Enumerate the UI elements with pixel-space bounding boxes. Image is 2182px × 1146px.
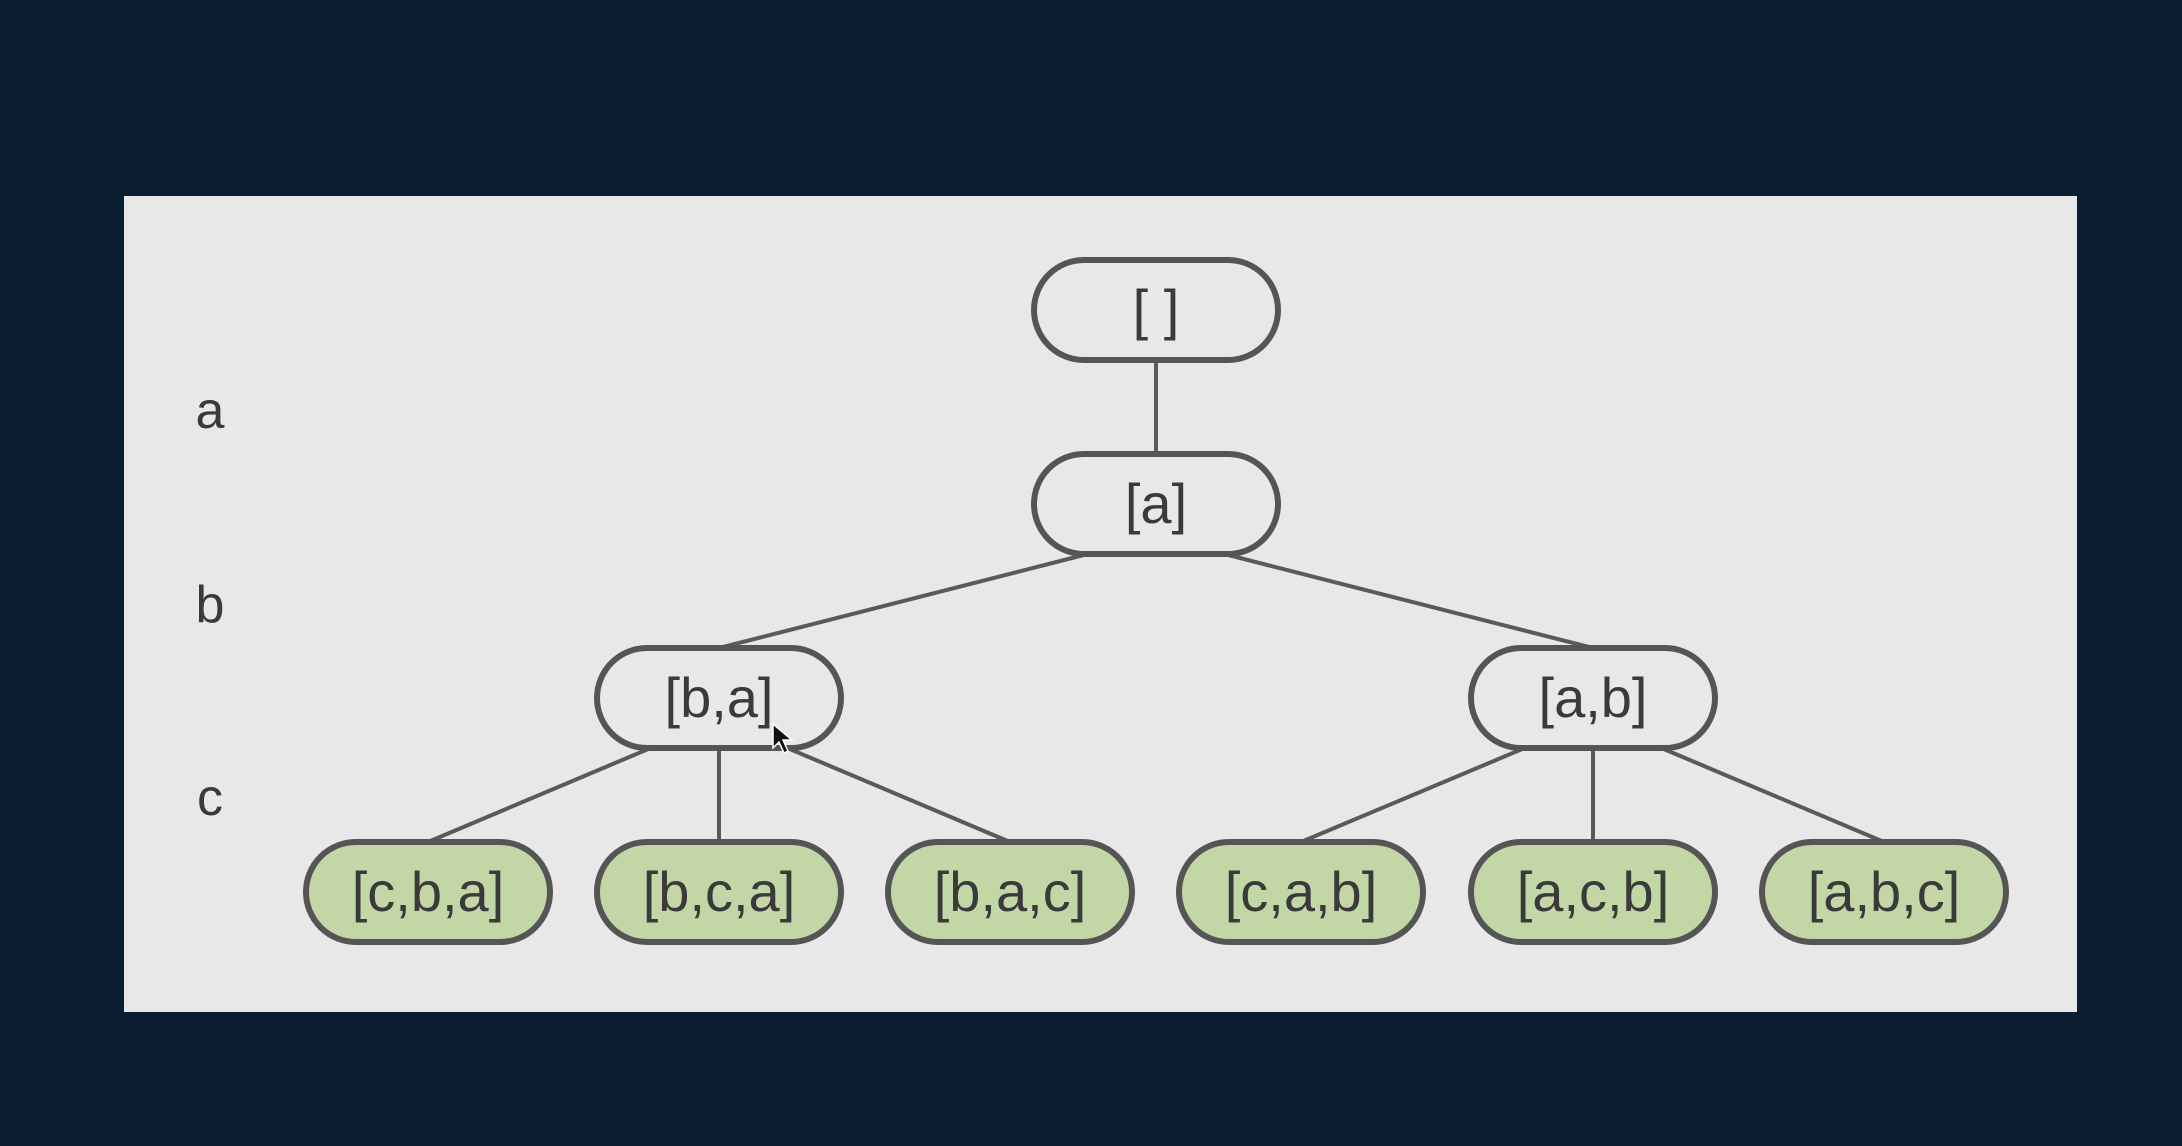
node-box-bca [594,839,844,945]
leaf-node-cab: [c,a,b] [1176,839,1426,945]
leaf-node-bca: [b,c,a] [594,839,844,945]
cursor-layer [772,722,795,755]
node-label-root: [ ] [1133,278,1180,341]
edge-a-ab [1223,552,1594,650]
node-box-ba [594,645,844,751]
node-label-ab: [a,b] [1539,666,1648,729]
node-box-cba [303,839,553,945]
tree-node-a: [a] [1031,451,1281,557]
leaf-node-bac: [b,a,c] [885,839,1135,945]
edge-a-ba [718,552,1089,650]
tree-node-root: [ ] [1031,257,1281,363]
node-box-cab [1176,839,1426,945]
level-label-a: a [196,382,225,440]
mouse-cursor-icon [772,722,795,755]
node-label-a: [a] [1125,472,1187,535]
node-box-ab [1468,645,1718,751]
node-label-acb: [a,c,b] [1517,860,1670,923]
edges [427,360,1885,844]
node-label-bca: [b,c,a] [643,860,796,923]
edge-ba-bac [786,746,1011,844]
node-label-abc: [a,b,c] [1808,860,1961,923]
node-box-a [1031,451,1281,557]
node-box-abc [1759,839,2009,945]
node-label-cba: [c,b,a] [352,860,505,923]
node-box-acb [1468,839,1718,945]
node-label-bac: [b,a,c] [934,860,1087,923]
edge-ab-cab [1300,746,1526,844]
edge-ab-abc [1660,746,1885,844]
leaf-node-abc: [a,b,c] [1759,839,2009,945]
node-box-bac [885,839,1135,945]
level-label-c: c [197,769,223,827]
node-label-cab: [c,a,b] [1225,860,1378,923]
nodes: [ ] [a] [b,a] [a,b] [c,b,a] [b,c,a] [b,a,c] [c,… [303,257,2009,945]
tree-node-ba: [b,a] [594,645,844,751]
leaf-node-cba: [c,b,a] [303,839,553,945]
leaf-node-acb: [a,c,b] [1468,839,1718,945]
node-box-root [1031,257,1281,363]
node-label-ba: [b,a] [665,666,774,729]
edge-ba-cba [427,746,652,844]
tree-node-ab: [a,b] [1468,645,1718,751]
level-labels: a b c [196,382,225,827]
level-label-b: b [196,576,225,634]
